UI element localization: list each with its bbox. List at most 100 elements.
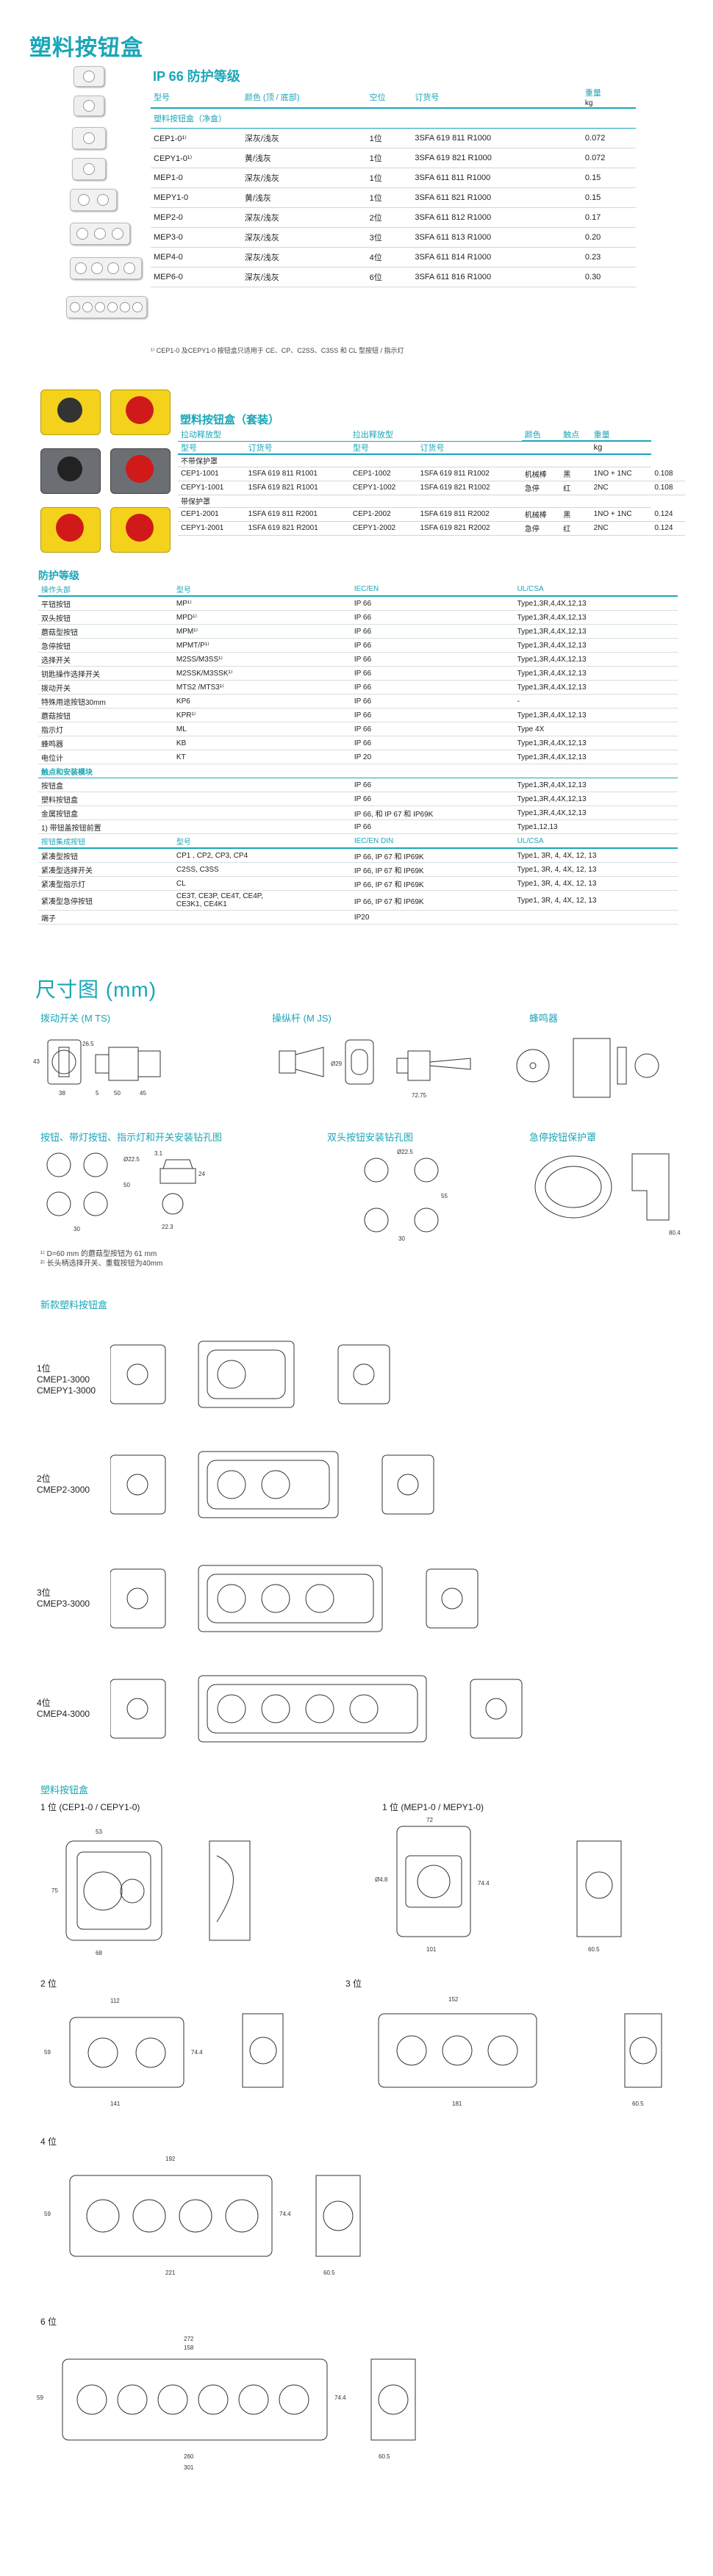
new-box-heading: 新款塑料按钮盒	[40, 1299, 108, 1310]
dims-heading: 尺寸图 (mm)	[35, 978, 157, 1001]
svg-text:141: 141	[110, 2100, 121, 2107]
svg-text:60.5: 60.5	[379, 2453, 390, 2460]
label-p5: 4 位	[40, 2136, 57, 2147]
svg-text:192: 192	[165, 2156, 176, 2162]
new-box-drawing	[110, 1341, 390, 1408]
svg-text:26.5: 26.5	[82, 1041, 94, 1047]
svg-text:59: 59	[37, 2394, 43, 2401]
svg-text:50: 50	[123, 1182, 130, 1188]
svg-text:45: 45	[140, 1090, 146, 1097]
label-emergency-guard: 急停按钮保护罩	[529, 1132, 597, 1143]
ip66-section: 塑料按钮盒（净盒）	[151, 108, 636, 129]
svg-text:Ø4.8: Ø4.8	[375, 1876, 388, 1883]
label-p3: 2 位	[40, 1978, 57, 1989]
svg-text:181: 181	[452, 2100, 462, 2107]
svg-text:43: 43	[33, 1058, 40, 1065]
ip66-heading: IP 66 防护等级	[153, 69, 240, 84]
svg-text:72: 72	[426, 1817, 433, 1823]
svg-text:60.5: 60.5	[323, 2270, 335, 2276]
col-positions: 空位	[366, 87, 412, 109]
label-p4: 3 位	[345, 1978, 362, 1989]
new-box-drawing	[110, 1451, 434, 1518]
svg-text:221: 221	[165, 2270, 176, 2276]
new-box-drawing	[110, 1675, 523, 1743]
svg-text:59: 59	[44, 2211, 51, 2217]
label-joystick: 操纵杆 (M JS)	[272, 1013, 332, 1024]
col-model: 型号	[151, 87, 242, 109]
note-1: ¹⁾ D=60 mm 的蘑菇型按钮为 61 mm	[40, 1250, 157, 1258]
plastic-box-heading: 塑料按钮盒	[40, 1784, 89, 1795]
col-color: 颜色 (顶 / 底部)	[241, 87, 367, 109]
kit-photo-yellow-1	[40, 390, 101, 435]
label-p6: 6 位	[40, 2317, 57, 2327]
svg-text:158: 158	[184, 2344, 194, 2351]
kit-table: 拉动释放型 拉出释放型 颜色 触点 重量 型号 订货号 型号 订货号 kg 不带…	[178, 428, 685, 536]
svg-text:22.3: 22.3	[162, 1224, 173, 1230]
kit-heading: 塑料按钮盒（套装）	[180, 414, 280, 426]
svg-text:5: 5	[96, 1090, 99, 1097]
kit-photo-grey-1	[40, 448, 101, 494]
label-drill-holes: 按钮、带灯按钮、指示灯和开关安装钻孔图	[40, 1132, 223, 1143]
kit-group1: 拉动释放型	[178, 428, 350, 442]
label-p1: 1 位 (CEP1-0 / CEPY1-0)	[40, 1802, 140, 1812]
kit-photo-grey-2	[110, 448, 171, 494]
svg-text:Ø22.5: Ø22.5	[123, 1156, 140, 1163]
svg-text:74.4: 74.4	[191, 2049, 203, 2056]
label-buzzer: 蜂鸣器	[529, 1013, 559, 1024]
svg-text:Ø29: Ø29	[331, 1061, 343, 1067]
svg-text:75: 75	[51, 1887, 58, 1894]
svg-text:301: 301	[184, 2464, 194, 2471]
svg-text:112: 112	[110, 1998, 120, 2004]
svg-text:272: 272	[184, 2336, 194, 2342]
svg-text:152: 152	[448, 1996, 459, 2003]
drawing-notes: ¹⁾ D=60 mm 的蘑菇型按钮为 61 mm ²⁾ 长头柄选择开关、重载按钮…	[40, 1249, 162, 1269]
kit-photo-group	[37, 386, 176, 559]
kit-group2: 拉出释放型	[349, 428, 522, 442]
kit-photo-yellow-3	[40, 507, 101, 553]
svg-text:60.5: 60.5	[588, 1946, 600, 1953]
label-double-button-drill: 双头按钮安装钻孔图	[327, 1132, 414, 1143]
kit-photo-yellow-2	[110, 390, 171, 435]
svg-text:72.75: 72.75	[412, 1092, 427, 1099]
svg-text:60.5: 60.5	[632, 2100, 644, 2107]
svg-text:74.4: 74.4	[478, 1880, 490, 1887]
note-2: ²⁾ 长头柄选择开关、重载按钮为40mm	[40, 1260, 163, 1268]
page-title: 塑料按钮盒	[29, 36, 143, 60]
